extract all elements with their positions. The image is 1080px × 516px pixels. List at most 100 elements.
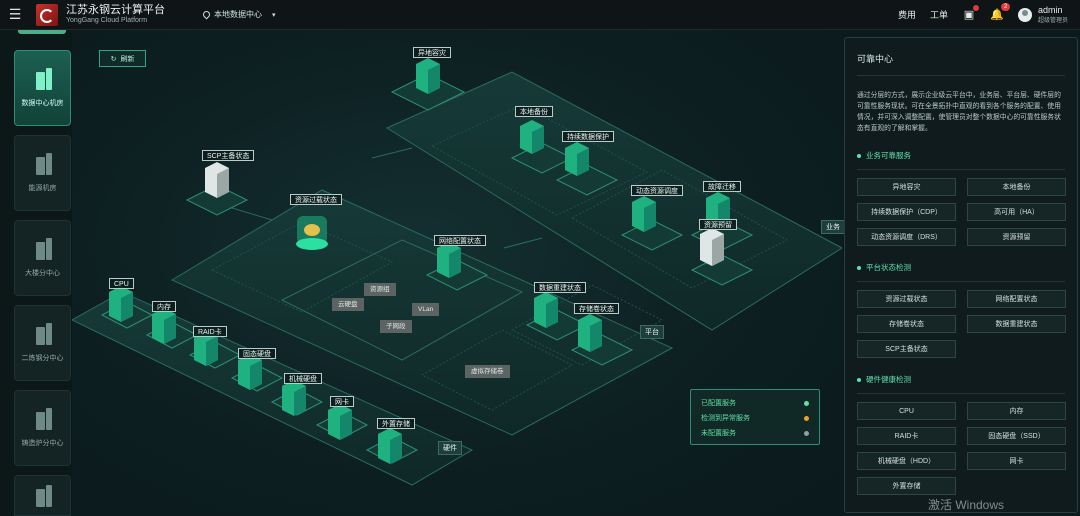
node-hdd[interactable]: 机械硬盘 (284, 373, 322, 384)
chevron-down-icon: ▾ (272, 11, 276, 19)
sidebar-indicator (18, 30, 66, 34)
node-disaster-recovery[interactable]: 异地容灾 (413, 47, 451, 58)
ticket-link[interactable]: 工单 (929, 10, 948, 20)
legend-label: 未配置服务 (701, 430, 736, 437)
server-reserve-icon (700, 228, 724, 266)
hardware-ram-icon (152, 308, 176, 344)
node-reserve[interactable]: 资源预留 (699, 219, 737, 230)
service-button[interactable]: 本地备份 (967, 178, 1066, 196)
hardware-ssd-icon (238, 354, 262, 390)
hardware-nic-icon (328, 404, 352, 440)
node-resource-overload[interactable]: 资源过载状态 (290, 194, 342, 205)
location-pin-icon (201, 9, 212, 20)
server-local-backup-icon (520, 120, 544, 154)
building-icon (34, 153, 52, 175)
node-raid[interactable]: RAID卡 (193, 326, 227, 337)
node-data-rebuild[interactable]: 数据重建状态 (534, 282, 586, 293)
legend-dot (804, 415, 809, 421)
legend-dot (804, 430, 809, 436)
chip-vlan[interactable]: VLan (412, 303, 440, 316)
service-button[interactable]: 网卡 (967, 452, 1066, 470)
layer-tab-hardware[interactable]: 硬件 (438, 441, 462, 455)
windows-activation-watermark: 激活 Windows (928, 498, 1005, 512)
node-local-backup[interactable]: 本地备份 (515, 106, 553, 117)
section-title: 业务可靠服务 (866, 151, 911, 160)
hardware-storage-icon (378, 428, 402, 464)
server-scp-icon (205, 162, 229, 198)
node-memory[interactable]: 内存 (152, 301, 176, 312)
server-disaster-recovery-icon (416, 58, 440, 94)
user-name: admin (1037, 4, 1063, 15)
service-button[interactable]: 存储卷状态 (857, 315, 956, 333)
node-cpu[interactable]: CPU (109, 278, 134, 289)
legend-unconfigured: 未配置服务 (701, 428, 809, 438)
building-icon (34, 323, 52, 345)
building-icon (34, 238, 52, 260)
layer-tab-platform[interactable]: 平台 (640, 325, 664, 339)
sidebar-item-label: 二炼钢分中心 (21, 355, 64, 362)
sidebar-item-furnace[interactable]: 铸造炉分中心 (14, 390, 71, 466)
node-volume-status[interactable]: 存储卷状态 (574, 303, 619, 314)
billing-link[interactable]: 费用 (897, 10, 916, 20)
service-button[interactable]: 动态资源调度（DRS） (857, 228, 956, 246)
sidebar-item-energy[interactable]: 能源机房 (14, 135, 71, 211)
service-button[interactable]: CPU (857, 402, 956, 420)
service-button[interactable]: 异地容灾 (857, 178, 956, 196)
user-menu[interactable]: admin 超级管理员 (1017, 4, 1068, 24)
report-icon[interactable]: ▣ (962, 4, 979, 22)
bell-icon[interactable]: 🔔2 (990, 2, 1010, 22)
building-icon (34, 484, 52, 507)
chip-resource-group[interactable]: 资源组 (364, 283, 396, 296)
sidebar-item-datacenter[interactable]: 数据中心机房 (14, 50, 71, 126)
service-button[interactable]: 机械硬盘（HDD） (857, 452, 956, 470)
refresh-button[interactable]: ↻刷新 (99, 50, 146, 67)
service-button[interactable]: 数据重建状态 (967, 315, 1066, 333)
node-drs[interactable]: 动态资源调度 (631, 185, 683, 196)
brand-logo (36, 3, 58, 26)
node-failover[interactable]: 故障迁移 (703, 181, 741, 192)
region-label: 本地数据中心 (214, 10, 262, 19)
panel-description: 通过分层的方式，展示企业级云平台中，业务层、平台层、硬件层的可靠性服务现状。可在… (857, 92, 1061, 132)
sidebar-item-label: 大楼分中心 (25, 270, 60, 277)
node-scp-status[interactable]: SCP主备状态 (202, 150, 255, 161)
panel-title: 可靠中心 (857, 52, 1065, 76)
service-button[interactable]: 资源过载状态 (857, 290, 956, 308)
sidebar-item-more[interactable] (14, 475, 71, 516)
node-ssd[interactable]: 固态硬盘 (238, 348, 276, 359)
sidebar-item-steel[interactable]: 二炼钢分中心 (14, 305, 71, 381)
node-cdp[interactable]: 持续数据保护 (562, 131, 614, 142)
service-button[interactable]: RAID卡 (857, 427, 956, 445)
section-title: 硬件健康检测 (866, 375, 911, 384)
service-button[interactable]: 持续数据保护（CDP） (857, 203, 956, 221)
node-network-config[interactable]: 网络配置状态 (434, 235, 486, 246)
chip-virtual-volume[interactable]: 虚拟存储卷 (465, 365, 510, 378)
service-button[interactable]: 外置存储 (857, 477, 956, 495)
legend-abnormal: 检测到异常服务 (701, 413, 809, 423)
service-button[interactable]: 网络配置状态 (967, 290, 1066, 308)
menu-icon[interactable]: ☰ (8, 6, 22, 22)
chip-subnet[interactable]: 子网段 (380, 320, 412, 333)
sidebar-item-building[interactable]: 大楼分中心 (14, 220, 71, 296)
server-cdp-icon (565, 142, 589, 176)
legend-label: 已配置服务 (701, 400, 736, 407)
server-icons (109, 58, 730, 464)
resource-overload-icon (296, 216, 328, 250)
layer-tab-business[interactable]: 业务 (821, 220, 845, 234)
service-button[interactable]: 固态硬盘（SSD） (967, 427, 1066, 445)
building-icon (34, 68, 52, 90)
chip-cloud-disk[interactable]: 云硬盘 (332, 298, 364, 311)
service-button[interactable]: 高可用（HA） (967, 203, 1066, 221)
node-nic[interactable]: 网卡 (330, 396, 354, 407)
service-button[interactable]: 资源预留 (967, 228, 1066, 246)
top-bar: ☰ 江苏永钢云计算平台 YongGang Cloud Platform 本地数据… (0, 0, 1080, 30)
legend-dot (804, 400, 809, 406)
node-external-storage[interactable]: 外置存储 (377, 418, 415, 429)
region-selector[interactable]: 本地数据中心 ▾ (201, 9, 276, 20)
service-button[interactable]: SCP主备状态 (857, 340, 956, 358)
section-title: 平台状态检测 (866, 263, 911, 272)
server-rebuild-icon (534, 292, 558, 328)
section-hardware: 硬件健康检测 CPU 内存 RAID卡 固态硬盘（SSD） 机械硬盘（HDD） … (857, 374, 1066, 495)
server-drs-icon (632, 196, 656, 232)
service-button[interactable]: 内存 (967, 402, 1066, 420)
sidebar-item-label: 数据中心机房 (21, 100, 64, 107)
